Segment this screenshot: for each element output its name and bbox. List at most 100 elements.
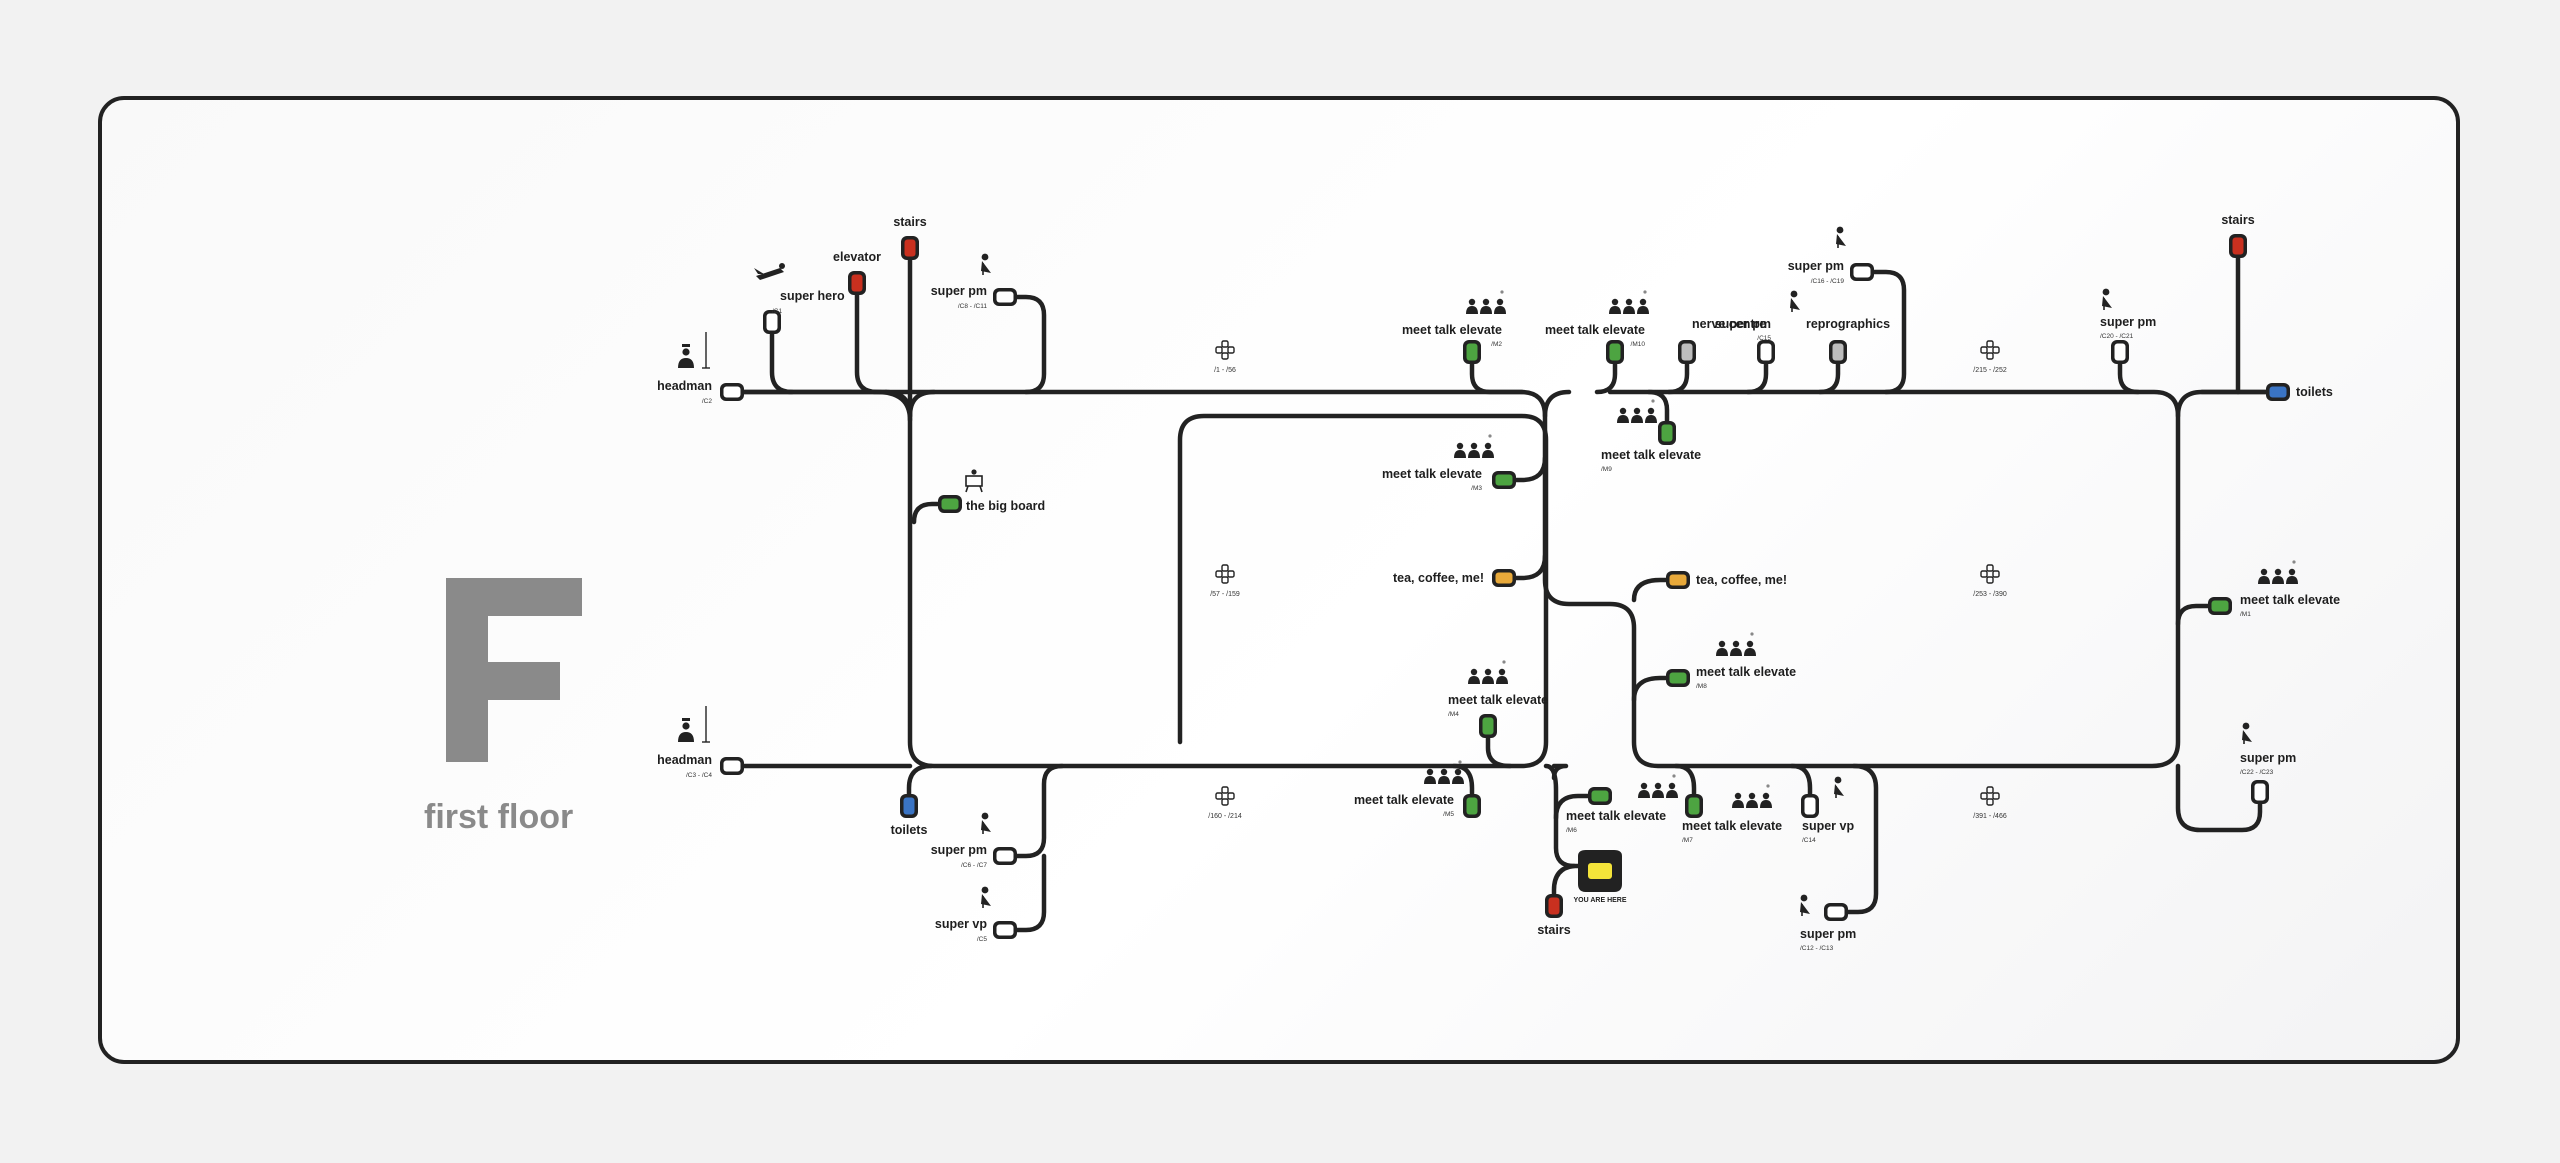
cape-icon	[1834, 776, 1844, 798]
node-icons	[678, 226, 2298, 916]
node-super-vp-c14[interactable]	[1801, 794, 1819, 818]
people-icon	[2258, 560, 2298, 584]
node-stairs-top-left[interactable]	[901, 236, 919, 260]
node-sublabel: /C5	[977, 936, 988, 943]
node-label: super pm	[1800, 927, 1856, 941]
node-super-vp-c5[interactable]	[993, 921, 1017, 939]
corridor-segment	[2175, 603, 2223, 627]
corridor-segment	[1501, 553, 1548, 581]
node-marker	[2211, 600, 2229, 612]
node-super-pm-c8-c11[interactable]	[993, 288, 1017, 306]
node-super-pm-c12-c13[interactable]	[1824, 903, 1848, 921]
node-marker	[1495, 572, 1513, 584]
node-toilets-right[interactable]	[2266, 383, 2290, 401]
node-stairs-bottom[interactable]	[1545, 894, 1563, 918]
node-mte-m5[interactable]	[1463, 794, 1481, 818]
floor-plan-board: F first floor	[98, 96, 2460, 1064]
node-tea-right[interactable]	[1666, 571, 1690, 589]
node-label: tea, coffee, me!	[1393, 571, 1484, 585]
node-mte-m8[interactable]	[1666, 669, 1690, 687]
node-label: super pm	[931, 284, 987, 298]
node-label: stairs	[893, 215, 926, 229]
node-label: meet talk elevate	[2240, 593, 2340, 607]
node-label: nerve centre	[1692, 317, 1766, 331]
node-sublabel: /M10	[1631, 341, 1646, 348]
node-label: stairs	[2221, 213, 2254, 227]
node-headman-c2[interactable]	[720, 383, 744, 401]
node-big-board[interactable]	[938, 495, 962, 513]
node-sublabel: /C3 - /C4	[686, 772, 712, 779]
node-super-pm-c15[interactable]	[1757, 340, 1775, 364]
node-label: super vp	[1802, 819, 1854, 833]
node-marker	[903, 797, 915, 815]
floor-name: first floor	[424, 798, 574, 836]
node-marker	[723, 386, 741, 398]
node-mte-m9[interactable]	[1658, 421, 1676, 445]
node-label: super vp	[935, 917, 987, 931]
node-marker	[1827, 906, 1845, 918]
node-mte-m6[interactable]	[1588, 787, 1612, 805]
desk-zone-icon	[1980, 340, 2000, 360]
node-reprographics[interactable]	[1829, 340, 1847, 364]
desk-zone-icon	[1215, 564, 1235, 584]
corridor-segment	[729, 389, 2283, 769]
node-sublabel: /M9	[1601, 466, 1612, 473]
node-marker	[723, 760, 741, 772]
corridor-segment	[1745, 349, 1769, 395]
node-label: toilets	[891, 823, 928, 837]
node-tea-left[interactable]	[1492, 569, 1516, 587]
node-sublabel: /C16 - /C19	[1811, 278, 1845, 285]
corridor-segment	[1833, 763, 1879, 915]
node-marker	[1681, 343, 1693, 361]
node-label: meet talk elevate	[1682, 819, 1782, 833]
node-super-pm-c22-c23[interactable]	[2251, 780, 2269, 804]
node-sublabel: /C8 - /C11	[958, 303, 988, 310]
corridor-segment	[1553, 793, 1603, 821]
node-super-pm-c16-c19[interactable]	[1850, 263, 1874, 281]
node-stairs-top-right[interactable]	[2229, 234, 2247, 258]
corridor-segment	[1469, 349, 1525, 395]
node-mte-m4[interactable]	[1479, 714, 1497, 738]
node-label: super pm	[1788, 259, 1844, 273]
node-label: meet talk elevate	[1354, 793, 1454, 807]
node-mte-m10[interactable]	[1606, 340, 1624, 364]
node-super-pm-c20-c21[interactable]	[2111, 340, 2129, 364]
node-nerve-centre[interactable]	[1678, 340, 1696, 364]
node-marker	[996, 850, 1014, 862]
node-label: elevator	[833, 250, 881, 264]
super-hero-icon	[754, 263, 785, 280]
node-marker	[1548, 897, 1560, 915]
location-nodes	[720, 234, 2290, 939]
corridor-segment	[769, 319, 795, 395]
node-super-pm-c6-c7[interactable]	[993, 847, 1017, 865]
node-mte-m1[interactable]	[2208, 597, 2232, 615]
node-mte-m3[interactable]	[1492, 471, 1516, 489]
cape-icon	[1790, 290, 1800, 312]
node-headman-c3-c4[interactable]	[720, 757, 744, 775]
desk-zone-label: /1 - /56	[1214, 367, 1236, 374]
corridor-segment	[2117, 349, 2141, 395]
corridor-segment	[1501, 455, 1548, 483]
node-elevator[interactable]	[848, 271, 866, 295]
node-marker	[1760, 343, 1772, 361]
node-you-are-here[interactable]	[1578, 850, 1622, 892]
node-label: meet talk elevate	[1545, 323, 1645, 337]
node-sublabel: /M4	[1448, 711, 1459, 718]
corridor-segment	[1002, 294, 1047, 395]
node-mte-m2[interactable]	[1463, 340, 1481, 364]
corridor-segment	[911, 501, 951, 525]
people-icon	[1609, 290, 1649, 314]
node-sublabel: /C14	[1802, 837, 1816, 844]
cape-icon	[1800, 894, 1810, 916]
corridor-segment	[1002, 763, 1065, 859]
node-label: meet talk elevate	[1566, 809, 1666, 823]
node-label: meet talk elevate	[1448, 693, 1548, 707]
node-mte-m7[interactable]	[1685, 794, 1703, 818]
node-marker	[996, 291, 1014, 303]
node-marker	[2114, 343, 2126, 361]
node-super-hero-c1[interactable]	[763, 310, 781, 334]
people-icon	[1424, 760, 1464, 784]
node-toilets-left[interactable]	[900, 794, 918, 818]
node-marker	[1466, 343, 1478, 361]
